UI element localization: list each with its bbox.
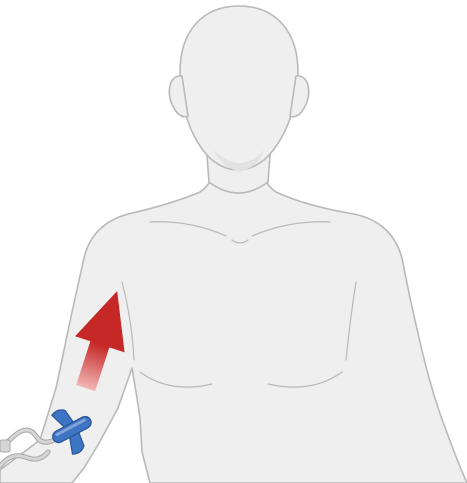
head [180, 6, 298, 170]
tubing-connector [0, 440, 10, 452]
human-torso-icon [0, 6, 467, 483]
